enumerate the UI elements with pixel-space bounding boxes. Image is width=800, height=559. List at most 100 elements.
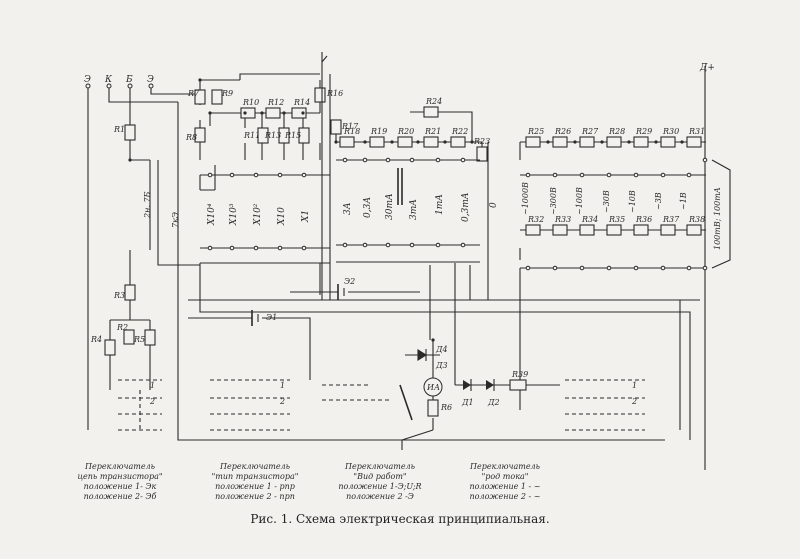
label-r21: R21 — [424, 127, 441, 136]
switch4-pos1: 1 — [632, 381, 637, 390]
label-1ma: 1mA — [435, 194, 445, 215]
label-r30: R30 — [662, 127, 679, 136]
label-r24: R24 — [425, 97, 442, 106]
label-r39: R39 — [511, 370, 528, 379]
figure-caption: Рис. 1. Схема электрическая принципиальн… — [250, 512, 550, 526]
label-r1: R1 — [113, 125, 125, 134]
label-r35: R35 — [608, 215, 625, 224]
diode-d4: Д4 — [405, 345, 448, 361]
label-r15: R15 — [284, 131, 301, 140]
label-30ma: 30mA — [385, 193, 395, 220]
label-d3: Д3 — [435, 361, 448, 370]
label-300v: ~300В — [549, 187, 558, 215]
terminal-e1: Э — [84, 75, 91, 85]
legend-position-1: положение 1- Эк — [83, 482, 157, 491]
label-d4: Д4 — [435, 345, 448, 354]
legend-position-2: положение 2 -Э — [346, 492, 414, 501]
battery-e1: Э1 — [188, 310, 311, 380]
label-r31: R31 — [688, 127, 705, 136]
switch1-pos1: 1 — [150, 381, 155, 390]
current-range-switch: 3А 0,3А 30mA 3mA 1mA 0,3mA 0 — [336, 159, 499, 263]
label-r6: R6 — [440, 403, 452, 412]
label-10v: ~10В — [628, 190, 637, 213]
label-x1: X1 — [301, 210, 311, 223]
label-r23: R23 — [473, 137, 490, 146]
label-x10: X10 — [277, 207, 287, 226]
label-r36: R36 — [635, 215, 652, 224]
label-3ma: 3mA — [409, 199, 419, 220]
label-r25: R25 — [527, 127, 544, 136]
legend-subtitle: "Вид работ" — [353, 472, 407, 481]
label-r11: R11 — [243, 131, 260, 140]
legend-transistor-circuit: Переключатель цепь транзистора" положени… — [60, 462, 180, 502]
label-r22: R22 — [451, 127, 468, 136]
label-e2: Э2 — [344, 277, 355, 286]
diode-d2: Д2 — [486, 379, 500, 407]
label-r18: R18 — [343, 127, 360, 136]
switch2-pos2: 2 — [279, 397, 285, 406]
legend-position-1: положение 1-Э;U;R — [338, 482, 422, 491]
left-network: R1 R3 R4 R2 R5 2н. 7Б 7кЭ — [87, 98, 200, 430]
legend-work-mode: Переключатель "Вид работ" положение 1-Э;… — [320, 462, 440, 502]
legend-position-1: положение 1 - pnp — [215, 482, 295, 491]
legend-position-2: положение 2 - ~ — [469, 492, 541, 501]
legend-position-1: положение 1 - ~ — [469, 482, 541, 491]
switch-block-1: 1 2 — [118, 379, 162, 431]
label-1v: ~1В — [679, 192, 688, 210]
label-e1: Э1 — [266, 313, 277, 322]
resistor-r39: R39 — [500, 370, 560, 391]
label-switch-7ke: 7кЭ — [171, 212, 180, 228]
legend-position-2: положение 2 - npn — [215, 492, 295, 501]
voltage-network: Д+ R25 R26 R27 R28 R29 R30 R31 R32 R33 R… — [519, 63, 731, 470]
bridge-network: R7 R8 R9 — [177, 73, 320, 200]
label-r32: R32 — [527, 215, 544, 224]
legend-subtitle: "тип транзистора" — [211, 472, 299, 481]
label-r33: R33 — [554, 215, 571, 224]
legend-position-2: положение 2- Эб — [83, 492, 157, 501]
label-r17: R17 — [341, 122, 359, 131]
legend-current-type: Переключатель "род тока" положение 1 - ~… — [445, 462, 565, 502]
label-r37: R37 — [662, 215, 680, 224]
label-r4: R4 — [90, 335, 102, 344]
label-r7: R7 — [187, 89, 200, 98]
label-3a: 3А — [343, 202, 353, 215]
label-x10e2: X10² — [253, 203, 263, 226]
label-r38: R38 — [688, 215, 705, 224]
switch-block-4: 1 2 — [565, 379, 645, 431]
legend-title: Переключатель — [470, 462, 540, 471]
label-meter: ИА — [426, 383, 440, 392]
label-x10e4: X10⁴ — [207, 203, 217, 226]
switch2-pos1: 1 — [280, 381, 285, 390]
label-r34: R34 — [581, 215, 598, 224]
label-x10e3: X10³ — [229, 203, 239, 226]
legend-transistor-type: Переключатель "тип транзистора" положени… — [195, 462, 315, 502]
label-3v: ~3В — [654, 192, 663, 210]
diode-d3: Д3 — [435, 361, 448, 370]
label-r12: R12 — [267, 98, 284, 107]
legend-subtitle: "род тока" — [481, 472, 529, 481]
multiplier-switch: X10⁴ X10³ X10² X10 X1 — [200, 174, 330, 264]
meter-ia: ИА R6 — [399, 340, 452, 450]
switch4-pos2: 2 — [631, 397, 637, 406]
terminal-k: К — [104, 75, 113, 85]
legend-title: Переключатель — [220, 462, 290, 471]
label-r20: R20 — [397, 127, 414, 136]
label-r19: R19 — [370, 127, 387, 136]
switch-block-2: 1 2 — [210, 379, 290, 431]
power-label: Д+ — [699, 63, 715, 73]
label-r5: R5 — [133, 335, 145, 344]
label-100mv-100ma: 100mВ; 100mA — [713, 187, 722, 250]
label-100v: ~100В — [575, 187, 584, 215]
label-r28: R28 — [608, 127, 625, 136]
label-r27: R27 — [581, 127, 599, 136]
battery-e2: Э2 — [290, 277, 420, 300]
label-r13: R13 — [264, 131, 281, 140]
label-zero: 0 — [489, 202, 499, 208]
label-0-3ma: 0,3mA — [461, 192, 471, 222]
terminal-labels: Э К Б Э — [84, 75, 154, 85]
label-d2: Д2 — [487, 398, 500, 407]
label-r8: R8 — [185, 133, 197, 142]
legend-subtitle: цепь транзистора" — [77, 472, 163, 481]
label-r26: R26 — [554, 127, 571, 136]
